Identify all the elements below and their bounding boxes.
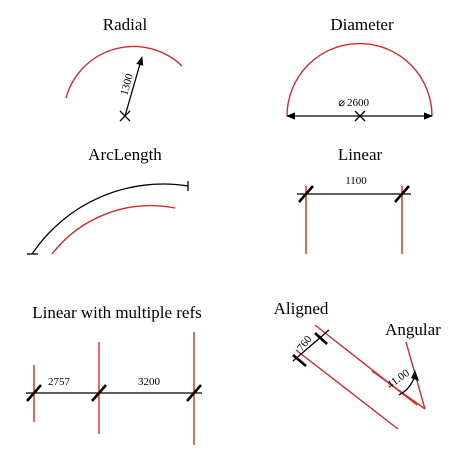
linear-title: Linear xyxy=(338,145,383,164)
diameter-symbol: ⌀ xyxy=(338,97,345,109)
aligned-panel: Aligned 760 xyxy=(274,299,418,430)
arclength-title: ArcLength xyxy=(88,145,162,164)
arclength-reference-arc xyxy=(51,204,176,255)
arclength-dimension-arc xyxy=(31,183,189,255)
angular-panel: Angular 41.00 xyxy=(371,320,441,410)
linear-panel: Linear 1100 xyxy=(297,145,411,254)
diameter-value: 2600 xyxy=(347,97,370,109)
aligned-tick-2 xyxy=(314,332,328,345)
radial-reference-arc xyxy=(65,45,183,99)
radial-value: 1300 xyxy=(118,72,136,97)
radial-dimension-line xyxy=(124,56,144,117)
arclength-panel: ArcLength xyxy=(27,145,189,255)
diameter-title: Diameter xyxy=(330,15,394,34)
linear-tick-right xyxy=(394,185,410,203)
radial-center-mark xyxy=(119,110,131,122)
diameter-reference-arc xyxy=(286,42,433,117)
linear-multi-tick-1 xyxy=(26,384,42,402)
aligned-title: Aligned xyxy=(274,299,329,318)
linear-tick-left xyxy=(298,185,314,203)
angular-arrow-head xyxy=(411,370,419,381)
radial-panel: Radial 1300 xyxy=(65,15,183,122)
diameter-center-mark xyxy=(354,110,366,122)
linear-multi-tick-2 xyxy=(91,384,107,402)
aligned-tick-1 xyxy=(292,354,307,367)
linear-value: 1100 xyxy=(345,175,367,187)
linear-multi-title: Linear with multiple refs xyxy=(32,303,201,322)
aligned-dimension-line xyxy=(292,329,330,362)
diameter-panel: Diameter ⌀ 2600 xyxy=(286,15,433,122)
angular-reference-line-1 xyxy=(371,370,426,410)
linear-multi-value-2: 3200 xyxy=(138,376,161,388)
angular-title: Angular xyxy=(385,320,441,339)
radial-title: Radial xyxy=(103,15,148,34)
linear-multi-panel: Linear with multiple refs 2757 3200 xyxy=(26,303,202,445)
aligned-reference-line-1 xyxy=(295,349,399,430)
linear-multi-value-1: 2757 xyxy=(48,376,71,388)
linear-multi-tick-3 xyxy=(186,384,202,402)
